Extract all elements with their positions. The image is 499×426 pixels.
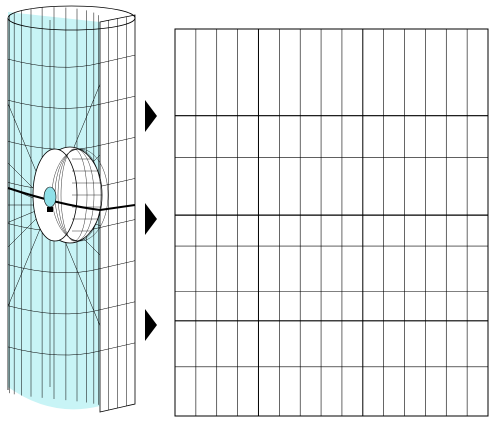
arrow-icon	[145, 309, 157, 341]
projection-arrows	[145, 100, 157, 341]
cylinder-ring	[7, 342, 136, 356]
arrow-icon	[145, 203, 157, 235]
cylinder-ring	[7, 54, 136, 68]
equator-line	[7, 187, 136, 212]
unrolled-grid	[174, 28, 489, 417]
cylinder-ring	[7, 95, 136, 109]
arrow-icon	[145, 100, 157, 132]
cylinder-illustration	[7, 5, 136, 413]
bulb-base	[47, 207, 53, 212]
grid-frame	[174, 28, 489, 417]
light-bulb-icon	[43, 186, 57, 208]
cylinder-ring	[7, 301, 136, 315]
cylinder-ring	[7, 260, 136, 274]
